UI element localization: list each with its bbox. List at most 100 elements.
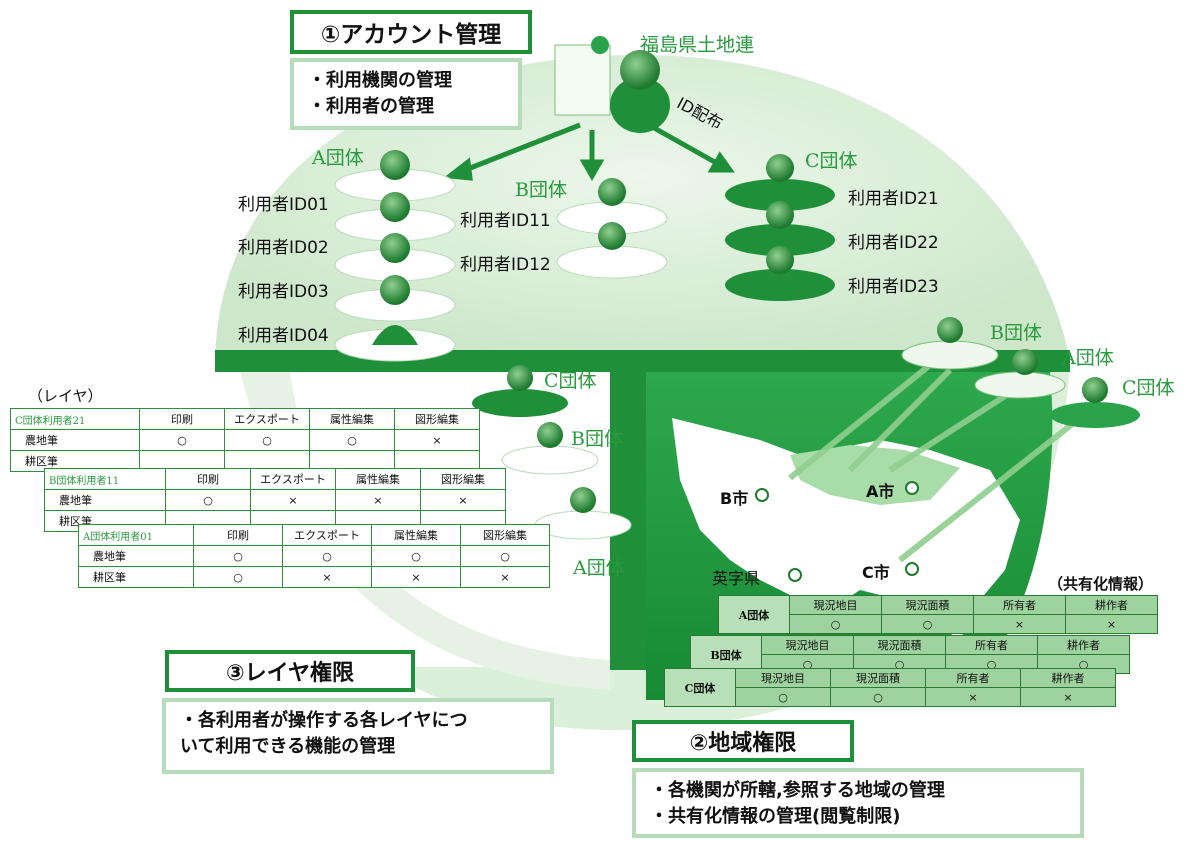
group-a-label: A団体 <box>312 147 364 169</box>
cell: ○ <box>309 429 395 451</box>
map-group-label-c: C団体 <box>1122 377 1175 399</box>
group-b-people-icon <box>556 178 668 279</box>
layer-group-label-a: A団体 <box>573 557 625 579</box>
map-city-b-label: B市 <box>720 489 749 508</box>
map-group-label-a: A団体 <box>1062 347 1114 369</box>
cell: ○ <box>460 545 550 567</box>
user-id-c2: 利用者ID22 <box>848 233 939 253</box>
col-header: 耕作者 <box>1065 595 1158 615</box>
share-heading: （共有化情報） <box>1048 575 1154 593</box>
row-header: 農地筆 <box>78 545 194 567</box>
cell: ○ <box>224 429 310 451</box>
layer-title: ③レイヤ権限 <box>165 650 415 692</box>
user-id-b1: 利用者ID11 <box>460 211 551 231</box>
cell: × <box>973 614 1066 634</box>
col-header: 所有者 <box>945 635 1038 655</box>
col-header: 現況面積 <box>881 595 974 615</box>
eye-icon <box>788 568 802 582</box>
account-bullet-1: ・利用機関の管理 <box>308 70 452 91</box>
col-header: 耕作者 <box>1037 635 1130 655</box>
col-header: 図形編集 <box>460 524 550 546</box>
region-bullet-2: ・共有化情報の管理(閲覧制限) <box>650 806 901 828</box>
map-prefecture: 英字県 <box>712 565 760 589</box>
eye-icon <box>905 481 919 495</box>
cell: ○ <box>193 566 283 588</box>
col-header: 現況面積 <box>853 635 946 655</box>
group-a-people-icon <box>334 150 456 362</box>
layer-table-c-user: C団体利用者21 <box>10 408 140 430</box>
user-id-a3: 利用者ID03 <box>238 282 329 302</box>
map-group-label-b: B団体 <box>990 322 1042 344</box>
map-city-a-label: A市 <box>866 482 895 501</box>
cell: ○ <box>881 614 974 634</box>
row-header: 農地筆 <box>44 489 166 511</box>
layer-bullet-2: いて利用できる機能の管理 <box>180 736 396 758</box>
region-bullet-1: ・各機関が所轄,参照する地域の管理 <box>650 780 945 801</box>
cell: × <box>250 489 336 511</box>
cell: ○ <box>735 687 831 707</box>
layer-bullets: ・各利用者が操作する各レイヤにつ いて利用できる機能の管理 <box>162 698 554 774</box>
row-header: 農地筆 <box>10 429 140 451</box>
col-header: エクスポート <box>224 408 310 430</box>
cell: × <box>460 566 550 588</box>
account-bullet-2: ・利用者の管理 <box>308 96 434 118</box>
share-org: C団体 <box>664 668 736 707</box>
map-prefecture-label: 英字県 <box>712 569 761 588</box>
layer-table-b: B団体利用者11 印刷 エクスポート 属性編集 図形編集 農地筆 ○ × × ×… <box>44 468 506 532</box>
layer-table-a-user: A団体利用者01 <box>78 524 194 546</box>
layer-bullet-1: ・各利用者が操作する各レイヤにつ <box>180 710 468 731</box>
col-header: 属性編集 <box>335 468 421 490</box>
layer-heading: （レイヤ） <box>28 387 103 405</box>
cell: × <box>420 489 506 511</box>
col-header: エクスポート <box>250 468 336 490</box>
eye-icon <box>755 488 769 502</box>
user-id-c3: 利用者ID23 <box>848 277 939 297</box>
share-table-c: C団体 現況地目 現況面積 所有者 耕作者 ○ ○ × × <box>664 668 1116 707</box>
group-c-label: C団体 <box>805 150 858 172</box>
col-header: 所有者 <box>925 668 1021 688</box>
map-city-b: B市 <box>720 485 748 509</box>
map-city-a: A市 <box>866 478 894 502</box>
share-org: A団体 <box>718 595 790 634</box>
map-city-c-label: C市 <box>862 563 890 582</box>
cell: × <box>1020 687 1116 707</box>
account-title: ①アカウント管理 <box>290 10 532 54</box>
cell: ○ <box>165 489 251 511</box>
col-header: 属性編集 <box>371 524 461 546</box>
layer-table-b-user: B団体利用者11 <box>44 468 166 490</box>
region-bullets: ・各機関が所轄,参照する地域の管理 ・共有化情報の管理(閲覧制限) <box>632 768 1084 838</box>
col-header: エクスポート <box>282 524 372 546</box>
id-arrows <box>443 117 735 182</box>
col-header: 所有者 <box>973 595 1066 615</box>
cell: × <box>371 566 461 588</box>
user-id-a1: 利用者ID01 <box>238 195 329 215</box>
admin-person-icon <box>554 36 670 133</box>
row-header: 耕区筆 <box>78 566 194 588</box>
cell: × <box>394 429 480 451</box>
col-header: 現況地目 <box>735 668 831 688</box>
layer-group-label-c: C団体 <box>544 370 597 392</box>
user-id-a4: 利用者ID04 <box>238 326 329 346</box>
admin-org-label: 福島県土地連 <box>640 34 755 56</box>
col-header: 図形編集 <box>394 408 480 430</box>
cell: × <box>335 489 421 511</box>
col-header: 印刷 <box>139 408 225 430</box>
cell: × <box>1065 614 1158 634</box>
map-city-c: C市 <box>862 559 890 583</box>
col-header: 図形編集 <box>420 468 506 490</box>
account-bullets: ・利用機関の管理 ・利用者の管理 <box>290 58 522 130</box>
cell: ○ <box>371 545 461 567</box>
col-header: 耕作者 <box>1020 668 1116 688</box>
cell: ○ <box>789 614 882 634</box>
cell: × <box>282 566 372 588</box>
user-id-b2: 利用者ID12 <box>460 255 551 275</box>
layer-group-label-b: B団体 <box>571 428 623 450</box>
eye-icon <box>905 562 919 576</box>
cell: ○ <box>830 687 926 707</box>
col-header: 属性編集 <box>309 408 395 430</box>
user-id-a2: 利用者ID02 <box>238 238 329 258</box>
cell: ○ <box>193 545 283 567</box>
layer-table-a: A団体利用者01 印刷 エクスポート 属性編集 図形編集 農地筆 ○ ○ ○ ○… <box>78 524 550 588</box>
user-id-c1: 利用者ID21 <box>848 189 939 209</box>
